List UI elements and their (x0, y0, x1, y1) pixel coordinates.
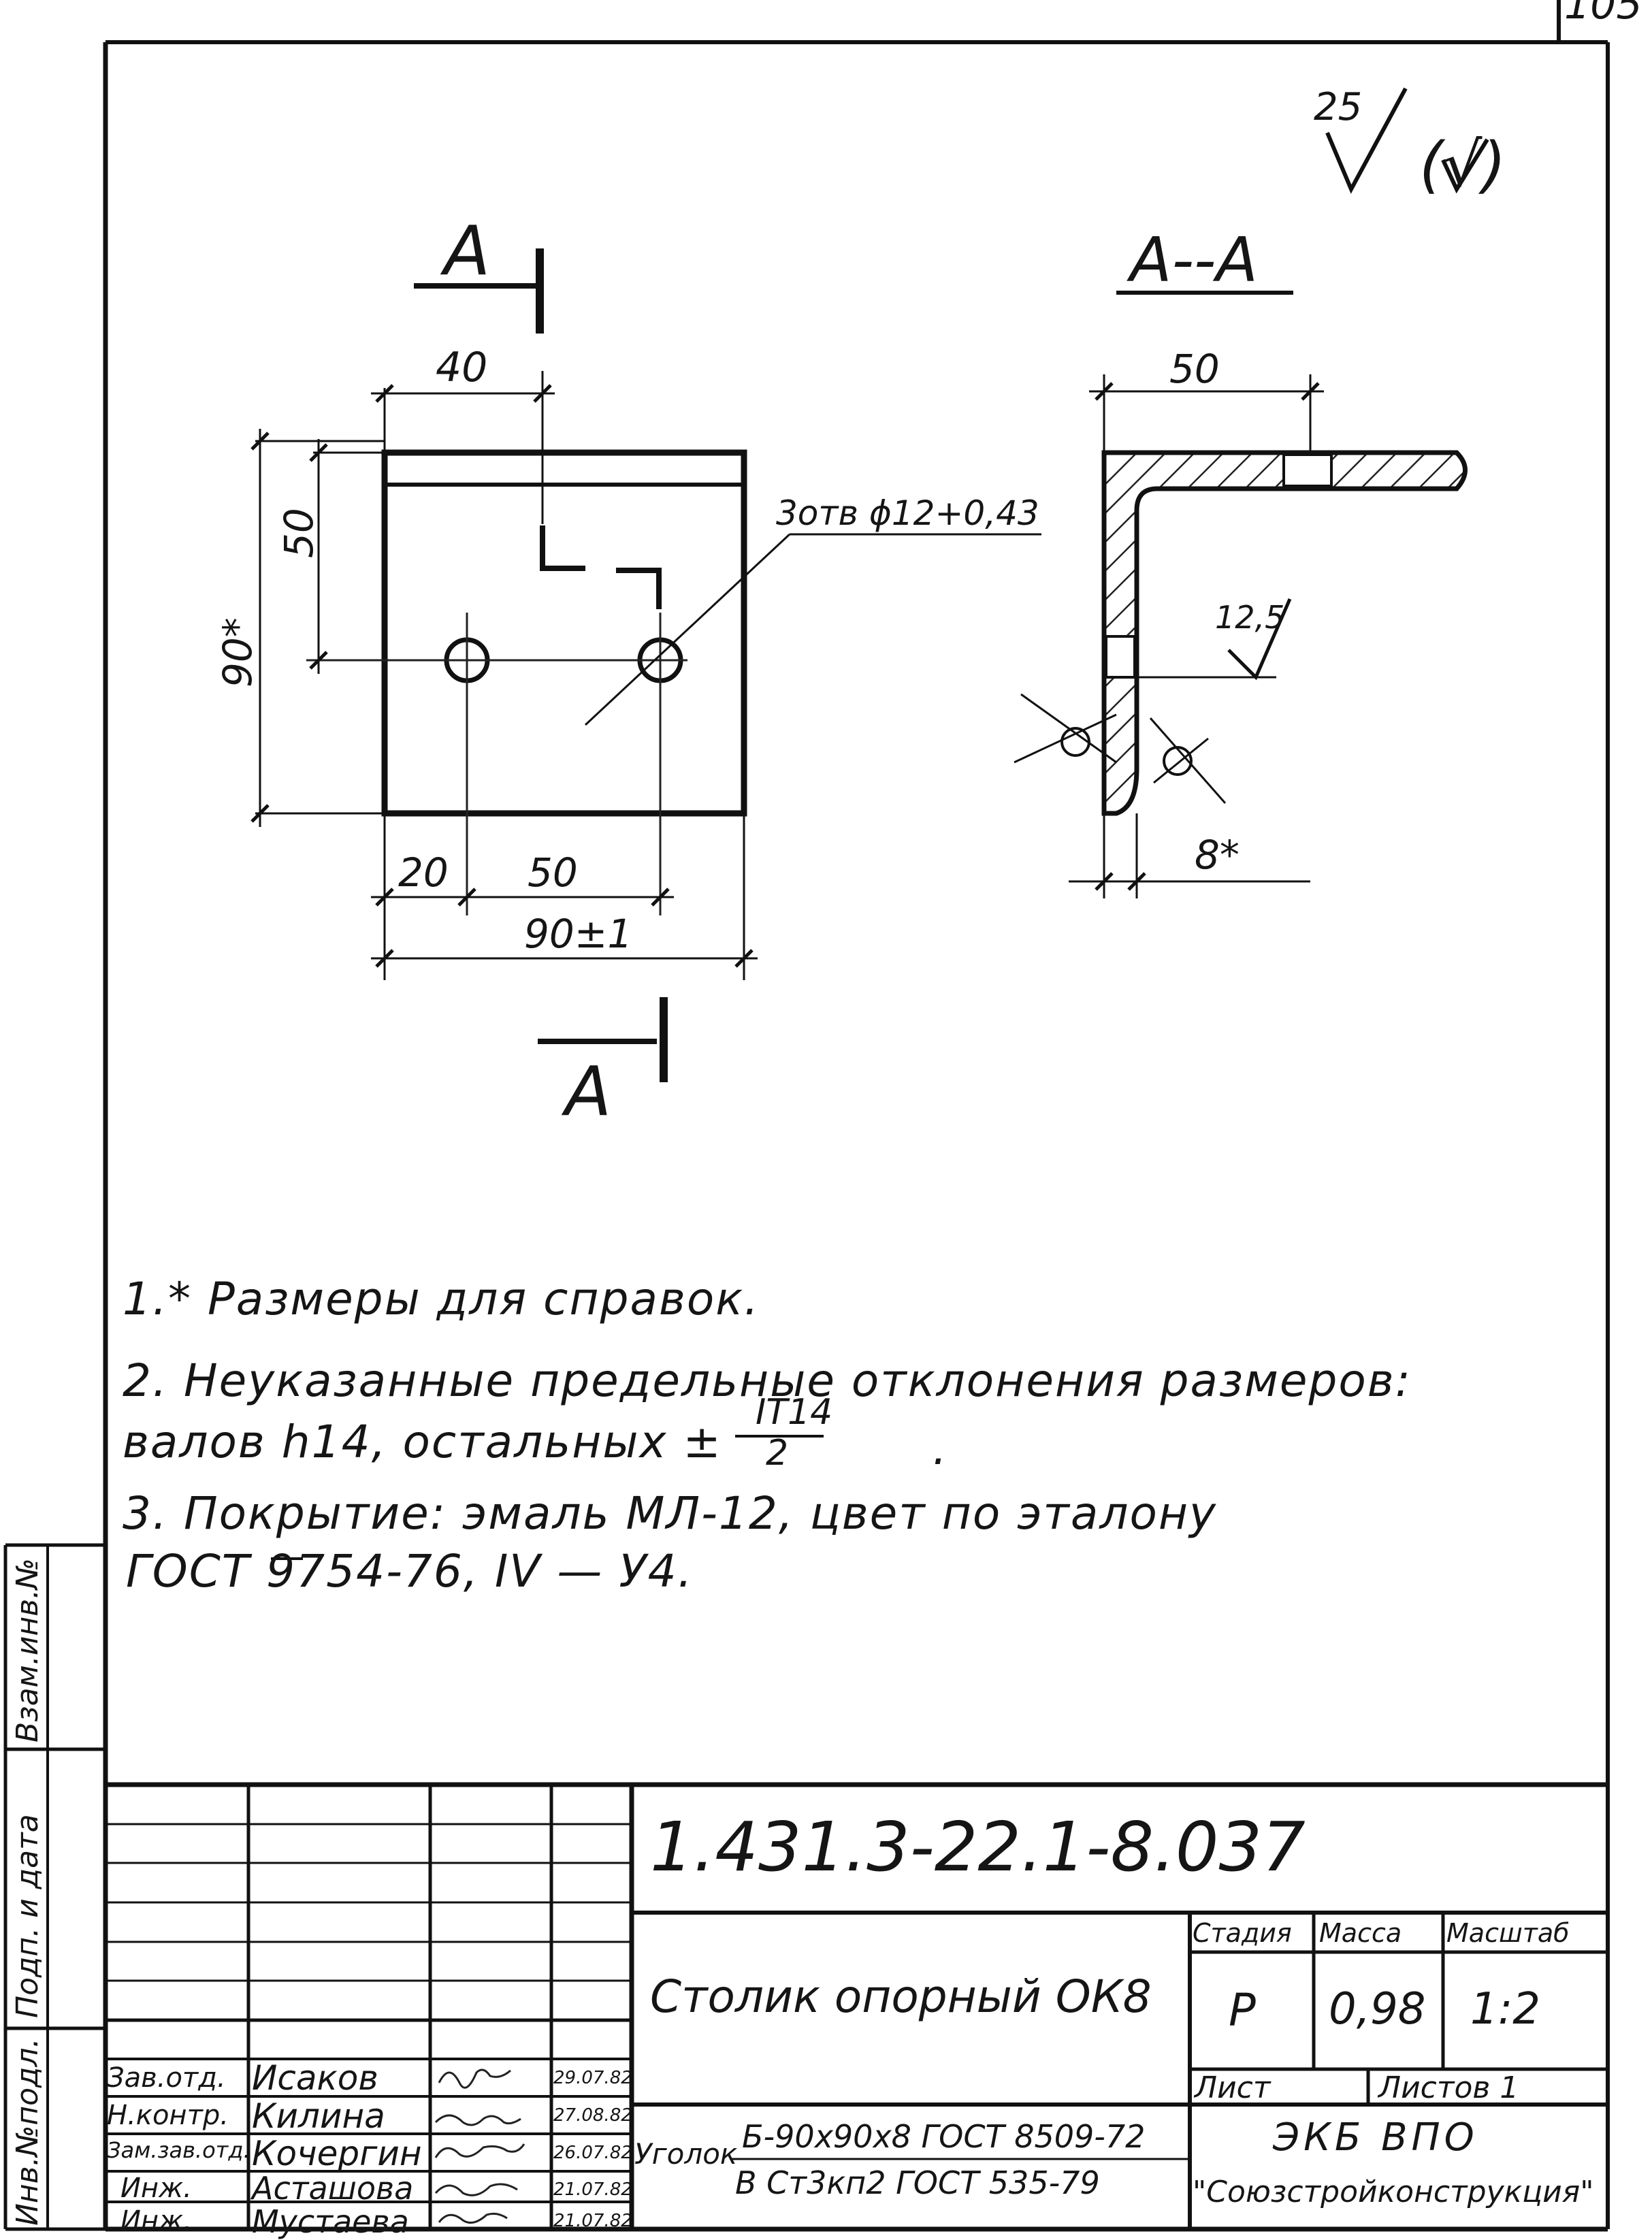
sig-role: Инж. (120, 2205, 192, 2237)
section-marker-bottom (538, 997, 668, 1082)
section-label-top: A (444, 211, 491, 291)
note-3-line-1: 3. Покрытие: эмаль МЛ-12, цвет по эталон… (123, 1487, 1218, 1540)
dim-50-bottom: 50 (528, 849, 578, 896)
note-2-line-2: валов h14, остальных ± (123, 1416, 722, 1468)
note-1: 1.* Размеры для справок. (123, 1273, 760, 1325)
local-roughness-symbol (1227, 598, 1292, 681)
notes-lines (271, 1435, 824, 1560)
sig-name: Килина (252, 2096, 385, 2136)
value-mass: 0,98 (1329, 1984, 1426, 2034)
sig-role: Зам.зав.отд. (107, 2137, 250, 2163)
material-profile: Б-90х90х8 ГОСТ 8509-72 (742, 2118, 1146, 2155)
sig-date: 21.07.82 (553, 2211, 632, 2231)
stamp-inv-podl: Инв.№подл. (10, 2038, 45, 2226)
organization-line-2: "Союзстройконструкция" (1193, 2175, 1594, 2209)
dim-section-50: 50 (1169, 346, 1220, 392)
front-view-dimensions (255, 371, 1041, 980)
title-block-grid (106, 1782, 1608, 2229)
front-view-centerlines (306, 613, 687, 915)
material-steel: В Ст3кп2 ГОСТ 535-79 (735, 2164, 1100, 2201)
section-label-bottom: A (565, 1052, 612, 1131)
sig-role: Инж. (120, 2173, 192, 2204)
page-corner-number: 105 (1564, 0, 1642, 29)
drawing-designation: 1.431.3-22.1-8.037 (650, 1807, 1306, 1887)
sig-role: Н.контр. (107, 2100, 229, 2131)
note-2-fraction-numerator: IT14 (756, 1392, 833, 1433)
note-3-line-2: ГОСТ 9754-76, IV — У4. (126, 1545, 694, 1597)
header-stage: Стадия (1193, 1918, 1292, 1948)
stamp-vzam-inv: Взам.инв.№ (10, 1558, 45, 1742)
sig-name: Исаков (252, 2058, 378, 2098)
stamp-podp-data: Подп. и дата (10, 1814, 45, 2018)
header-scale: Масштаб (1446, 1918, 1570, 1948)
hole-callout: 3отв ϕ12+0,43 (776, 493, 1039, 533)
organization-line-1: ЭКБ ВПО (1273, 2115, 1478, 2160)
sig-date: 26.07.82 (553, 2143, 632, 2163)
note-3-suffix: — У4. (541, 1545, 694, 1597)
roughness-symbol (1325, 87, 1489, 194)
section-view-title: A--A (1130, 225, 1259, 296)
note-2-fraction-denominator: 2 (766, 1433, 789, 1474)
note-3-prefix: ГОСТ 9754-76, (126, 1545, 495, 1597)
sheet-frame (3, 0, 1610, 2232)
value-scale: 1:2 (1470, 1984, 1540, 2034)
sheets-label: Листов 1 (1378, 2071, 1519, 2105)
note-2-suffix: . (933, 1423, 947, 1475)
front-view-plate (381, 449, 747, 817)
note-2-prefix: валов h14, остальных ± (123, 1416, 722, 1468)
sig-name: Мустаева (252, 2203, 409, 2240)
sig-name: Асташова (252, 2170, 414, 2207)
section-view-ticks (1095, 382, 1320, 891)
dim-40: 40 (436, 344, 488, 391)
roughness-other: (√) (1419, 129, 1506, 201)
dim-thickness-8: 8* (1195, 832, 1240, 878)
dim-20: 20 (398, 849, 449, 896)
radius-circles (1060, 727, 1193, 776)
dim-90-tolerance: 90±1 (524, 911, 633, 957)
sheet-label: Лист (1195, 2071, 1271, 2105)
part-name: Столик опорный ОК8 (650, 1970, 1152, 2023)
front-view-ticks (250, 384, 754, 968)
sig-date: 21.07.82 (553, 2179, 632, 2200)
header-mass: Масса (1319, 1918, 1402, 1948)
dim-50-vertical: 50 (276, 508, 322, 558)
roughness-value: 25 (1314, 85, 1363, 129)
note-2-line-1: 2. Неуказанные предельные отклонения раз… (123, 1354, 1412, 1407)
section-view-dimensions (1014, 374, 1324, 898)
value-stage: Р (1229, 1984, 1256, 2036)
dim-90-vertical: 90* (214, 617, 261, 687)
material-prefix: Уголок (634, 2137, 738, 2171)
dim-roughness-12-5: 12,5 (1215, 599, 1285, 636)
angle-section (1101, 450, 1468, 816)
signatures-scribbles (434, 2068, 525, 2224)
sig-name: Кочергин (252, 2134, 422, 2173)
sig-date: 29.07.82 (553, 2068, 632, 2088)
section-marker-top (414, 248, 544, 334)
note-3-roman: IV (494, 1545, 542, 1597)
sig-role: Зав.отд. (107, 2062, 226, 2094)
sig-date: 27.08.82 (553, 2105, 632, 2126)
